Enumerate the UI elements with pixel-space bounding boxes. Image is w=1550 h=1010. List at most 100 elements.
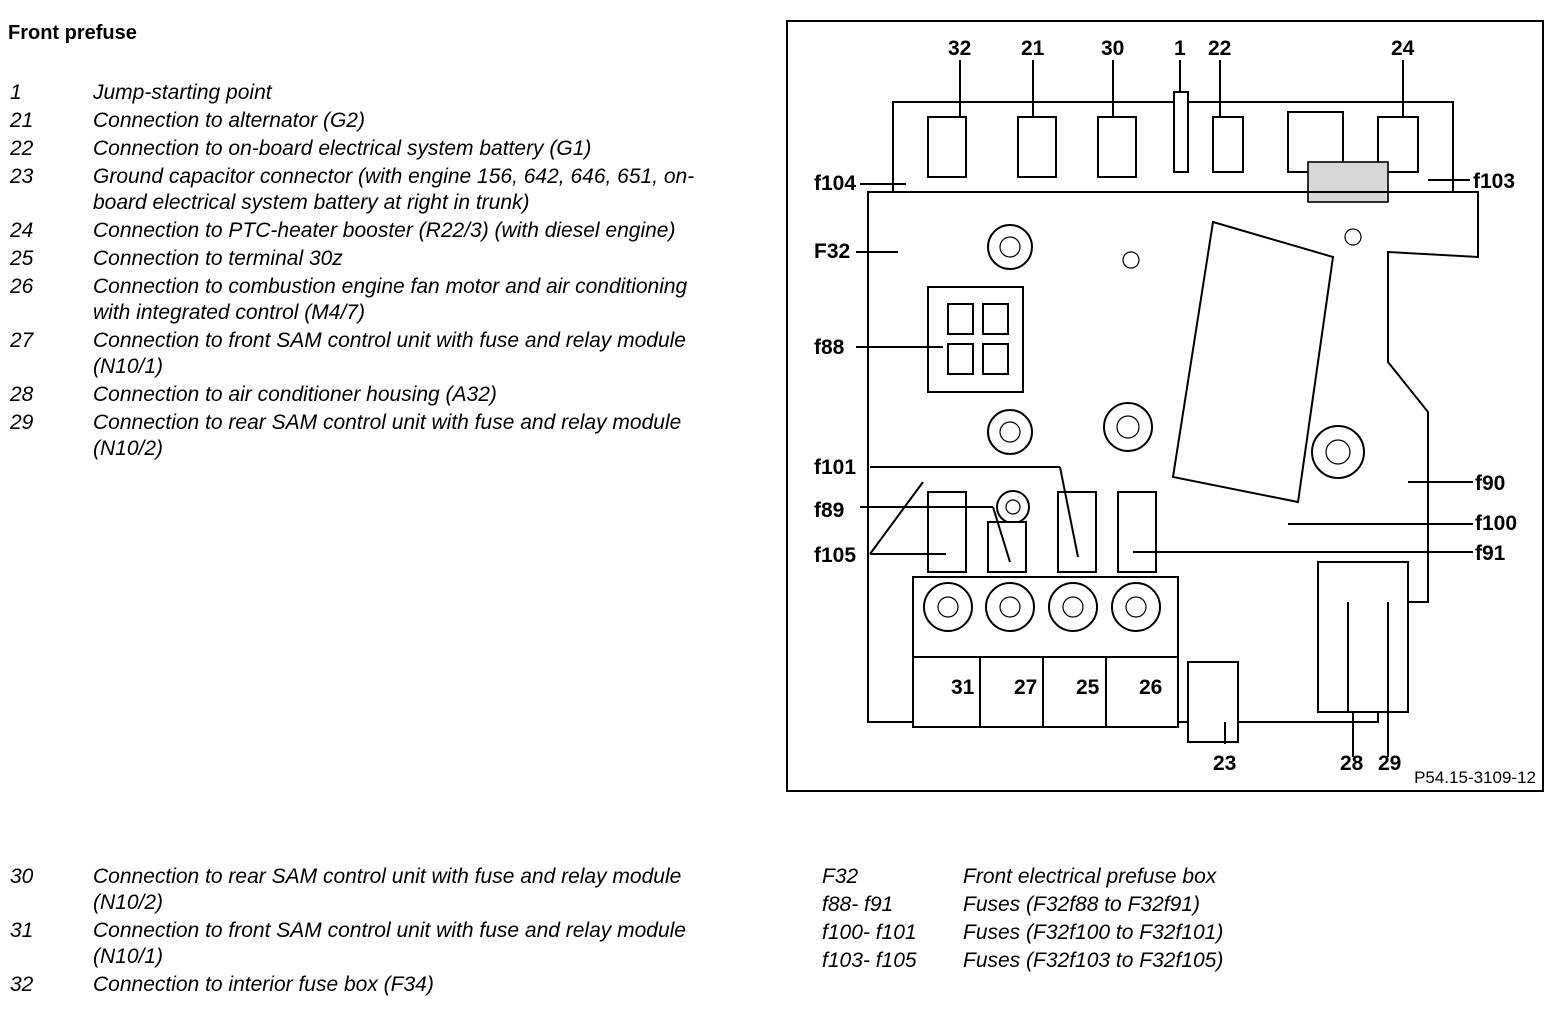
relay-cell-a [947,303,974,335]
callout-f104: f104 [814,172,856,195]
terminal-1 [1173,91,1189,173]
legend-item-number: 29 [10,411,34,434]
relay-cell-b [982,303,1009,335]
legend-item-number: 24 [10,219,34,242]
relay-block-f88 [927,286,1024,393]
callout-f91: f91 [1475,542,1506,565]
legend-item-number: 22 [10,137,34,160]
callout-25: 25 [1076,676,1100,699]
legend-item: 32 Connection to interior fuse box (F34) [10,972,730,998]
legend-list-bottom: 30 Connection to rear SAM control unit wi… [10,864,730,1000]
callout-31: 31 [951,676,975,699]
tilted-module [1171,220,1335,504]
legend-item-number: 28 [10,383,34,406]
legend-item-number: 23 [10,165,34,188]
legend-item-description: Connection to rear SAM control unit with… [93,865,682,914]
terminal-32 [927,116,967,178]
callout-27: 27 [1014,676,1037,699]
fuse-f91-block [1117,491,1157,573]
hatched-block [1307,161,1389,203]
callout-F32: F32 [814,240,850,263]
legend-item: 29 Connection to rear SAM control unit wi… [10,410,730,462]
legend-item-number: 27 [10,329,34,352]
legend-item: 22 Connection to on-board electrical syst… [10,136,730,162]
legend-item-description: Connection to front SAM control unit wit… [93,919,686,968]
legend-list-top: 1 Jump-starting point 21 Connection to alte… [10,80,730,464]
terminal-24 [1377,116,1419,173]
nut-group [987,224,1365,524]
callout-f90: f90 [1475,472,1505,495]
connector-28-29 [1317,561,1409,713]
legend-item: 1 Jump-starting point [10,80,730,106]
callout-22: 22 [1208,37,1231,60]
legend-item-description: Connection to combustion engine fan moto… [93,275,688,324]
callout-1: 1 [1174,37,1186,60]
callout-f100: f100 [1475,512,1517,535]
callout-23: 23 [1213,752,1236,775]
legend-item-description: Connection to air conditioner housing (A… [93,383,497,406]
legend-item: 30 Connection to rear SAM control unit wi… [10,864,730,916]
page-title: Front prefuse [8,22,137,44]
legend-item-description: Connection to interior fuse box (F34) [93,973,434,996]
legend-item-number: f103- f105 [822,949,917,972]
legend-item-description: Fuses (F32f100 to F32f101) [963,921,1224,944]
callout-f105: f105 [814,544,856,567]
fuse-f101 [1057,491,1097,573]
legend-item-description: Connection to alternator (G2) [93,109,365,132]
legend-item-number: f88- f91 [822,893,894,916]
legend-item: f88- f91 Fuses (F32f88 to F32f91) [822,892,1322,918]
legend-item-number: 31 [10,919,34,942]
legend-item-description: Fuses (F32f103 to F32f105) [963,949,1224,972]
legend-item-number: 26 [10,275,34,298]
legend-item-number: 21 [10,109,34,132]
legend-item: 27 Connection to front SAM control unit w… [10,328,730,380]
legend-item-description: Ground capacitor connector (with engine … [93,165,695,214]
legend-item: 21 Connection to alternator (G2) [10,108,730,134]
legend-item-description: Jump-starting point [93,81,272,104]
callout-26: 26 [1139,676,1162,699]
fuse-box-drawing: 32 21 30 1 22 24 f104 f103 F32 f88 f101 … [814,37,1517,775]
legend-item: 28 Connection to air conditioner housing … [10,382,730,408]
relay-cell-c [947,343,974,375]
terminal-22 [1212,116,1244,173]
callout-21: 21 [1021,37,1045,60]
legend-item-number: f100- f101 [822,921,917,944]
legend-item-description: Connection to rear SAM control unit with… [93,411,682,460]
terminal-21 [1017,116,1057,178]
legend-item-description: Connection to on-board electrical system… [93,137,592,160]
callout-30: 30 [1101,37,1124,60]
callout-28: 28 [1340,752,1364,775]
fuse-f105 [927,491,967,573]
legend-item-description: Fuses (F32f88 to F32f91) [963,893,1200,916]
legend-item-description: Connection to PTC-heater booster (R22/3)… [93,219,676,242]
leader-lines [856,60,1473,757]
legend-item-description: Connection to front SAM control unit wit… [93,329,686,378]
legend-item-number: 30 [10,865,34,888]
legend-item: 25 Connection to terminal 30z [10,246,730,272]
callout-32: 32 [948,37,971,60]
fuse-f89 [987,521,1027,573]
relay-cell-d [982,343,1009,375]
legend-item: 23 Ground capacitor connector (with engin… [10,164,730,216]
terminal-30 [1097,116,1137,178]
callout-f103: f103 [1473,170,1515,193]
legend-item-number: 1 [10,81,22,104]
bottom-terminal-nuts [923,582,1161,632]
callout-f101: f101 [814,456,856,479]
legend-item-description: Connection to terminal 30z [93,247,343,270]
legend-item-description: Front electrical prefuse box [963,865,1217,888]
legend-item-number: 25 [10,247,34,270]
reference-code: P54.15-3109-12 [1414,768,1536,787]
callout-f89: f89 [814,499,844,522]
callout-f88: f88 [814,336,845,359]
legend-item: 24 Connection to PTC-heater booster (R22/… [10,218,730,244]
fuse-box-diagram: 32 21 30 1 22 24 f104 f103 F32 f88 f101 … [786,20,1544,792]
callout-29: 29 [1378,752,1401,775]
legend-item: 31 Connection to front SAM control unit w… [10,918,730,970]
legend-item: f103- f105 Fuses (F32f103 to F32f105) [822,948,1322,974]
connector-23 [1187,661,1239,743]
legend-item-number: 32 [10,973,34,996]
callout-24: 24 [1391,37,1415,60]
